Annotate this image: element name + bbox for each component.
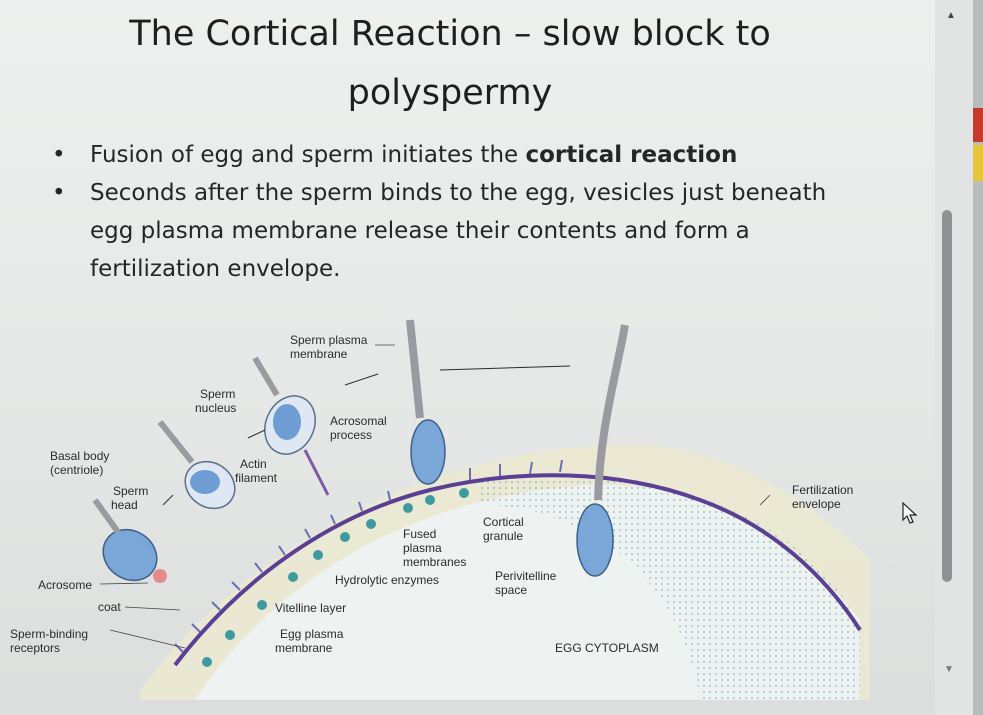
label-sperm-nucleus-1: Sperm [200,387,235,401]
label-sperm-plasma-membrane-1: Sperm plasma [290,333,368,347]
label-vitelline-layer: Vitelline layer [275,601,346,615]
label-acrosome: Acrosome [38,578,92,592]
leader-lines [99,344,771,649]
svg-text:membrane: membrane [290,347,348,361]
sperm-2 [157,420,236,510]
slide: The Cortical Reaction – slow block to po… [0,0,935,715]
svg-text:Actin: Actin [240,457,267,471]
label-acrosomal-process-2: process [330,428,372,442]
mouse-pointer-icon [902,502,918,524]
svg-text:Sperm: Sperm [113,484,148,498]
label-hydrolytic-enzymes: Hydrolytic enzymes [335,573,439,587]
label-receptors-2: receptors [10,641,60,655]
label-receptors-1: Sperm-binding [10,627,88,641]
scrollbar-thumb[interactable] [942,210,952,582]
svg-text:membrane: membrane [275,641,333,655]
bullet-item-1: Fusion of egg and sperm initiates the co… [52,136,832,174]
label-perivitelline-2: space [495,583,527,597]
edge-red-tab [973,108,983,142]
label-basal-body-1: Basal body [50,449,109,463]
svg-text:Egg plasma: Egg plasma [280,627,344,641]
svg-text:receptors: receptors [10,641,60,655]
svg-text:Basal body: Basal body [50,449,109,463]
svg-text:Sperm-binding: Sperm-binding [10,627,88,641]
svg-text:Cortical: Cortical [483,515,524,529]
svg-text:Fertilization: Fertilization [792,483,853,497]
slide-title-line1: The Cortical Reaction – slow block to [129,14,771,54]
svg-text:head: head [111,498,138,512]
label-fertilization-envelope-1: Fertilization [792,483,853,497]
label-egg-membrane-2: membrane [275,641,333,655]
label-egg-membrane-1: Egg plasma [280,627,344,641]
svg-text:granule: granule [483,529,523,543]
svg-text:Sperm plasma: Sperm plasma [290,333,368,347]
label-fused-membranes-1: Fused [403,527,436,541]
svg-text:space: space [495,583,527,597]
label-acrosomal-process-1: Acrosomal [330,414,387,428]
fertilization-diagram: Sperm plasma membrane Sperm nucleus Acro… [10,319,870,700]
sperm-4 [406,319,446,485]
sperm-1 [92,498,167,583]
label-sperm-plasma-membrane-2: membrane [290,347,348,361]
scrollbar-track[interactable] [935,0,973,715]
label-fertilization-envelope-2: envelope [792,497,841,511]
label-sperm-head-1: Sperm [113,484,148,498]
triangle-up-icon[interactable]: ▲ [946,10,956,21]
label-fused-membranes-3: membranes [403,555,466,569]
svg-text:Perivitelline: Perivitelline [495,569,557,583]
svg-text:process: process [330,428,372,442]
bullet1-text: Fusion of egg and sperm initiates the [90,142,526,168]
svg-text:Acrosome: Acrosome [38,578,92,592]
edge-yellow-tab [973,145,983,181]
svg-text:plasma: plasma [403,541,442,555]
svg-text:filament: filament [235,471,278,485]
label-cortical-granule-1: Cortical [483,515,524,529]
label-jelly-coat: coat [98,600,121,614]
svg-text:Fused: Fused [403,527,436,541]
svg-text:membranes: membranes [403,555,466,569]
sperm-binding-receptors [174,459,563,653]
label-actin-filament-1: Actin [240,457,267,471]
svg-text:Sperm: Sperm [200,387,235,401]
cortical-granules [202,488,469,667]
label-actin-filament-2: filament [235,471,278,485]
label-egg-cytoplasm: EGG CYTOPLASM [555,641,659,655]
svg-text:(centriole): (centriole) [50,463,103,477]
svg-text:EGG CYTOPLASM: EGG CYTOPLASM [555,641,659,655]
label-perivitelline-1: Perivitelline [495,569,557,583]
egg-plasma-membrane [173,473,862,667]
svg-text:nucleus: nucleus [195,401,236,415]
label-cortical-granule-2: granule [483,529,523,543]
svg-text:Vitelline layer: Vitelline layer [275,601,346,615]
bullet-list: Fusion of egg and sperm initiates the co… [52,136,832,288]
bullet1-bold: cortical reaction [525,142,738,168]
bullet-item-2: Seconds after the sperm binds to the egg… [52,174,832,288]
triangle-down-icon[interactable]: ▼ [944,664,954,675]
slide-title-line2: polyspermy [347,73,553,113]
sperm-5 [576,324,629,577]
label-basal-body-2: (centriole) [50,463,103,477]
label-sperm-nucleus-2: nucleus [195,401,236,415]
svg-text:envelope: envelope [792,497,841,511]
window-edge [973,0,983,715]
svg-text:coat: coat [98,600,121,614]
progression-arrows [162,365,571,506]
svg-text:Hydrolytic enzymes: Hydrolytic enzymes [335,573,439,587]
label-fused-membranes-2: plasma [403,541,442,555]
svg-text:Acrosomal: Acrosomal [330,414,387,428]
sperm-3 [252,356,330,496]
label-sperm-head-2: head [111,498,138,512]
